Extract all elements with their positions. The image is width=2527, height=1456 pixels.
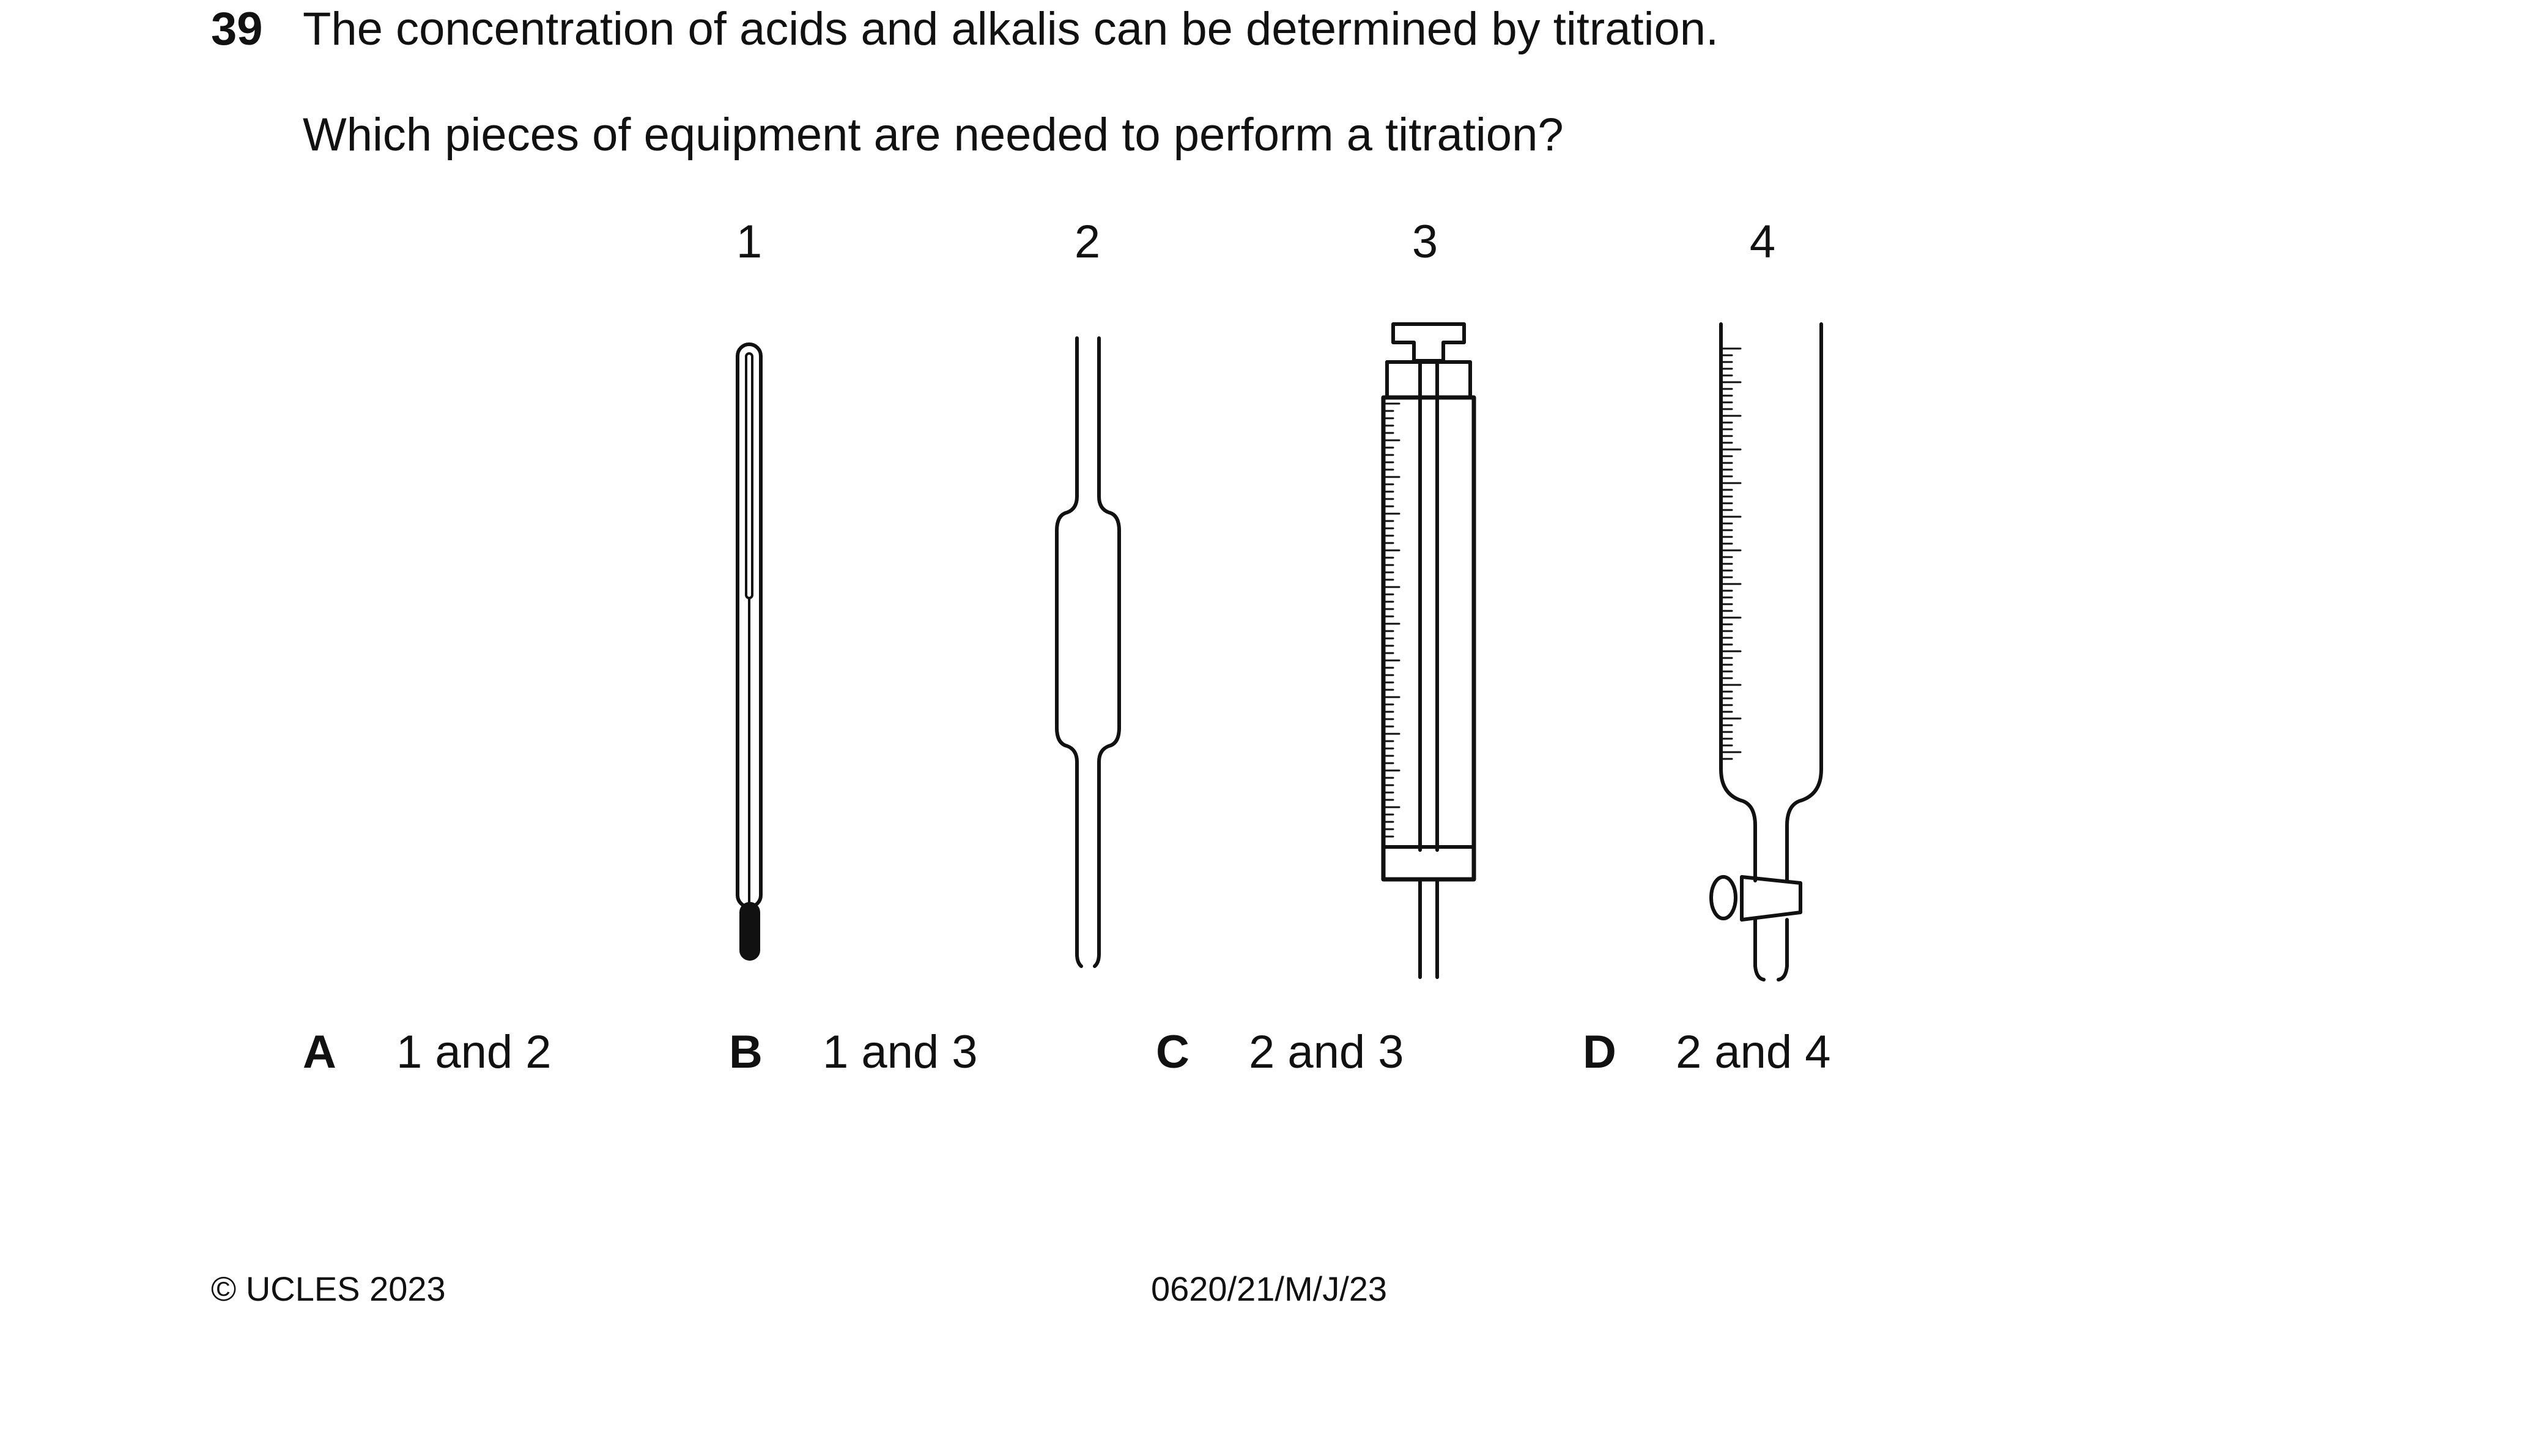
equipment-label-1: 1 (736, 216, 763, 268)
syringe-icon (1381, 322, 1476, 979)
option-b-text[interactable]: 1 and 3 (823, 1026, 978, 1078)
footer-copyright: © UCLES 2023 (211, 1269, 446, 1308)
equipment-label-4: 4 (1749, 216, 1776, 268)
question-prompt: Which pieces of equipment are needed to … (303, 109, 1564, 161)
footer-code: 0620/21/M/J/23 (1151, 1269, 1388, 1308)
burette-icon (1709, 322, 1823, 981)
option-a-text[interactable]: 1 and 2 (396, 1026, 552, 1078)
option-d-letter[interactable]: D (1583, 1026, 1616, 1078)
question-number: 39 (211, 3, 263, 55)
option-b-letter[interactable]: B (729, 1026, 763, 1078)
option-a-letter[interactable]: A (303, 1026, 336, 1078)
equipment-label-2: 2 (1074, 216, 1101, 268)
question-text: The concentration of acids and alkalis c… (303, 3, 1719, 55)
pipette-icon (1055, 336, 1121, 968)
thermometer-icon (736, 342, 763, 961)
option-c-text[interactable]: 2 and 3 (1249, 1026, 1404, 1078)
equipment-label-3: 3 (1411, 216, 1438, 268)
option-d-text[interactable]: 2 and 4 (1676, 1026, 1831, 1078)
option-c-letter[interactable]: C (1156, 1026, 1190, 1078)
